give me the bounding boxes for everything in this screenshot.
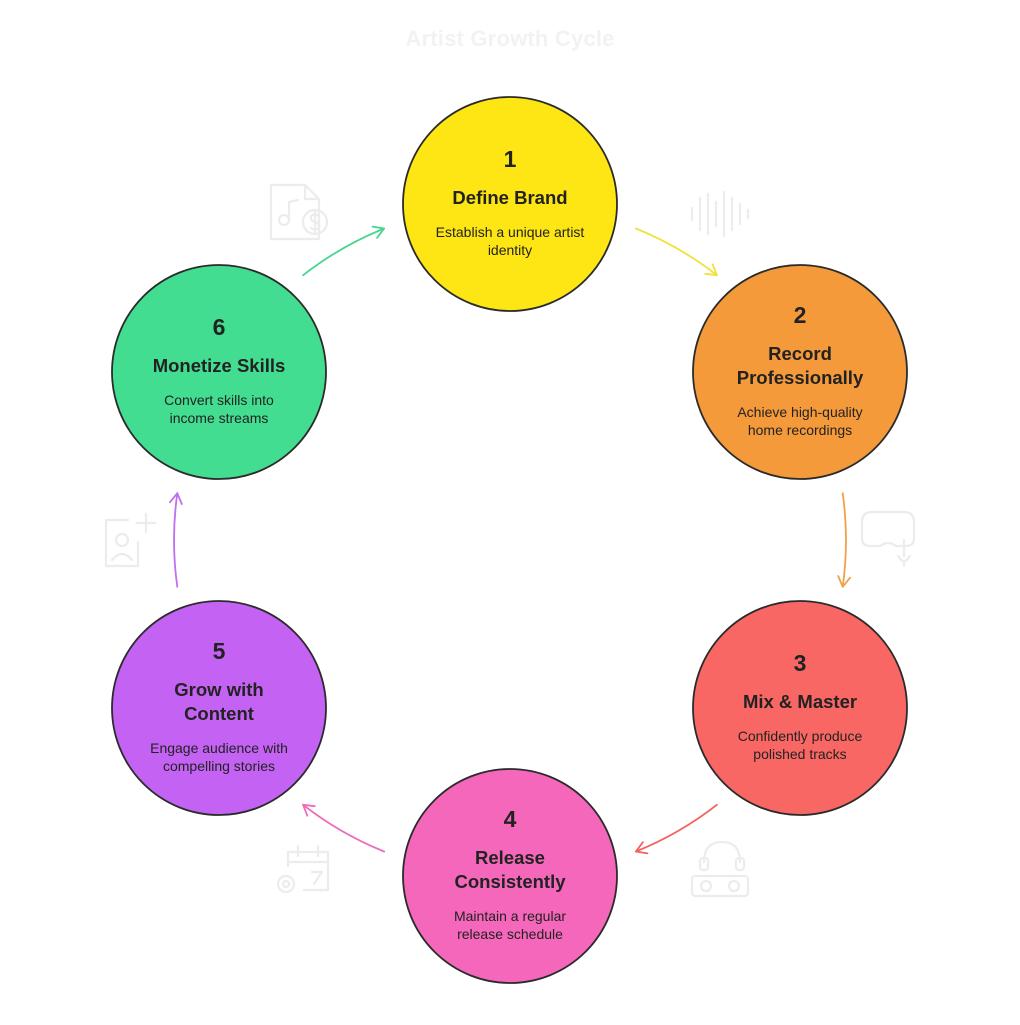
node-description: Establish a unique artist <box>436 224 585 240</box>
arrow-head <box>169 492 183 505</box>
calendar-gear-icon <box>276 844 330 894</box>
arrow-line <box>635 227 718 277</box>
cycle-arrow-5 <box>169 492 183 588</box>
node-circle <box>692 264 908 480</box>
node-description: polished tracks <box>753 746 846 762</box>
node-title: Record <box>768 343 832 364</box>
node-circle <box>692 600 908 816</box>
arrow-head <box>302 803 316 817</box>
node-description: home recordings <box>748 422 852 438</box>
node-number: 2 <box>794 302 807 328</box>
arrow-line <box>173 492 179 588</box>
user-add-icon <box>104 512 157 568</box>
node-circle <box>111 264 327 480</box>
music-money-file-icon <box>269 183 329 241</box>
node-description: identity <box>488 242 532 258</box>
node-circle <box>402 768 618 984</box>
node-number: 1 <box>504 146 517 172</box>
node-number: 6 <box>213 314 226 340</box>
node-number: 3 <box>794 650 807 676</box>
waveform-icon <box>690 190 750 238</box>
diagram-title: Artist Growth Cycle <box>405 26 615 51</box>
vr-headset-mic-icon <box>860 510 916 568</box>
node-circle <box>111 600 327 816</box>
node-description: release schedule <box>457 926 563 942</box>
cycle-arrow-4 <box>302 803 385 853</box>
node-description: Maintain a regular <box>454 908 566 924</box>
arrow-head <box>837 575 851 588</box>
node-title: Professionally <box>737 367 864 388</box>
node-number: 4 <box>504 806 517 832</box>
node-title: Monetize Skills <box>153 355 286 376</box>
cycle-arrow-6 <box>302 225 385 277</box>
arrow-head <box>704 263 718 277</box>
node-description: Achieve high-quality <box>737 404 862 420</box>
node-title: Define Brand <box>452 187 567 208</box>
cycle-arrow-1 <box>635 227 718 277</box>
arrow-head <box>635 841 649 855</box>
node-description: compelling stories <box>163 758 275 774</box>
arrow-line <box>302 227 385 277</box>
node-title: Release <box>475 847 545 868</box>
cycle-arrow-3 <box>635 803 718 855</box>
dj-headphones-icon <box>690 840 750 898</box>
node-description: Engage audience with <box>150 740 288 756</box>
node-circle <box>402 96 618 312</box>
node-description: income streams <box>170 410 269 426</box>
arrow-line <box>302 803 385 853</box>
node-title: Consistently <box>454 871 566 892</box>
node-description: Confidently produce <box>738 728 863 744</box>
arrow-head <box>371 225 385 239</box>
node-number: 5 <box>213 638 226 664</box>
cycle-arrows <box>169 225 851 855</box>
node-title: Mix & Master <box>743 691 857 712</box>
node-title: Grow with <box>174 679 263 700</box>
arrow-line <box>635 803 718 853</box>
cycle-arrow-2 <box>837 492 851 588</box>
node-title: Content <box>184 703 254 724</box>
arrow-line <box>841 492 847 588</box>
node-description: Convert skills into <box>164 392 274 408</box>
